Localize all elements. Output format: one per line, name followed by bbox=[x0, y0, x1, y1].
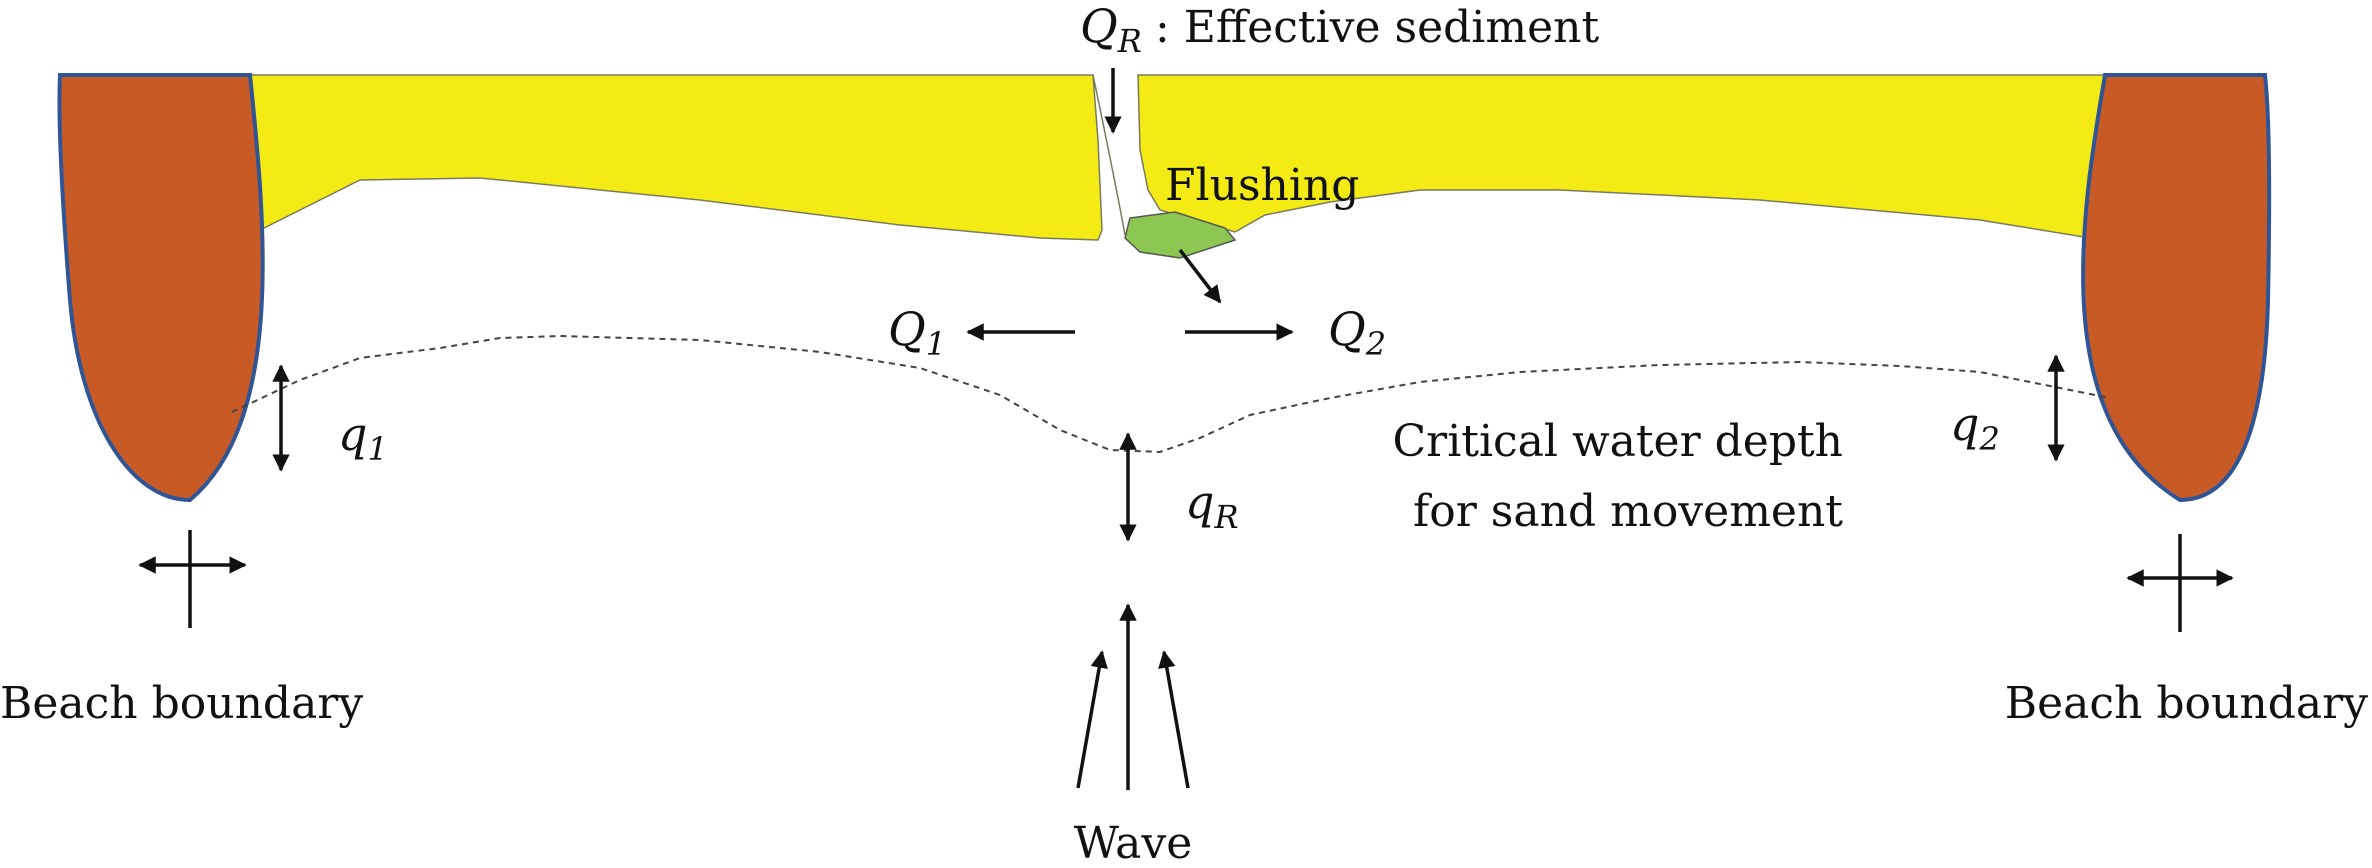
effective-sediment-label: : Effective sediment bbox=[1155, 2, 1599, 53]
beach-boundary-label-right: Beach boundary bbox=[2005, 678, 2368, 729]
beach-boundary-marker-left bbox=[138, 530, 247, 628]
beach-boundary-label-left: Beach boundary bbox=[0, 678, 363, 729]
q2-label: Q2 bbox=[1328, 302, 1386, 363]
critical-depth-label-line1: Critical water depth bbox=[1393, 416, 1843, 467]
wave-arrows bbox=[1076, 603, 1190, 790]
river-channel bbox=[1092, 74, 1126, 236]
wave-label: Wave bbox=[1074, 818, 1193, 868]
critical-depth-label-line2: for sand movement bbox=[1413, 486, 1843, 537]
sand-beach-right bbox=[1137, 74, 2111, 239]
headland-left bbox=[57, 73, 265, 503]
beach-boundary-marker-right bbox=[2126, 534, 2234, 632]
flushing-arrow bbox=[1178, 248, 1222, 304]
flushing-label: Flushing bbox=[1165, 160, 1359, 211]
small-q1-label: q1 bbox=[338, 407, 388, 468]
q1-label: Q1 bbox=[888, 302, 946, 363]
headland-right bbox=[2081, 73, 2272, 503]
flushing-deposit bbox=[1124, 211, 1237, 259]
small-qr-label: qR bbox=[1185, 475, 1239, 536]
qr-label: QR bbox=[1080, 0, 1142, 60]
small-q2-label: q2 bbox=[1950, 397, 2000, 458]
sand-beach-left bbox=[244, 74, 1103, 241]
